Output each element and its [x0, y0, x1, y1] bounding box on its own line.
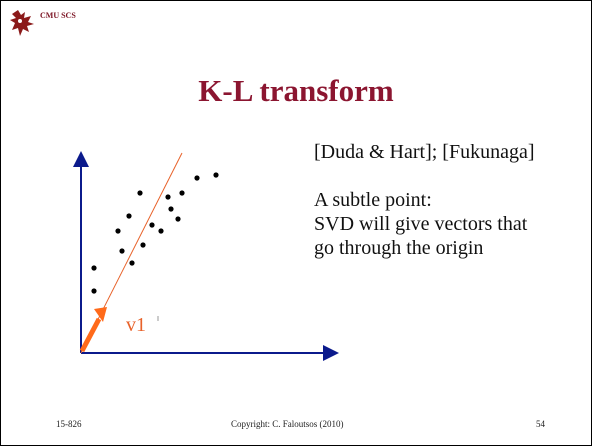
note-line-2: SVD will give vectors that [314, 213, 528, 235]
data-point [119, 248, 125, 254]
data-point [91, 265, 97, 271]
footer-copyright: Copyright: C. Faloutsos (2010) [231, 419, 344, 429]
data-point [168, 206, 174, 212]
data-point [175, 216, 181, 222]
v1-label: v1 [126, 314, 146, 336]
note-line-3: go through the origin [314, 237, 484, 259]
references-text: [Duda & Hart]; [Fukunaga] [314, 141, 535, 163]
data-point [115, 228, 121, 234]
brand-label: CMU SCS [40, 11, 76, 20]
v1-vector-head [94, 307, 107, 322]
data-point [129, 260, 135, 266]
data-point [140, 242, 146, 248]
data-point [194, 175, 200, 181]
data-points [91, 172, 219, 294]
data-point [158, 228, 164, 234]
data-point [137, 190, 143, 196]
dragon-logo-icon [10, 10, 34, 36]
footer-page-number: 54 [536, 419, 545, 429]
data-point [213, 172, 219, 178]
data-point [149, 222, 155, 228]
slide-title: K-L transform [198, 73, 394, 108]
footer-course: 15-826 [56, 419, 82, 429]
slide-text: [Duda & Hart]; [Fukunaga] A subtle point… [314, 140, 584, 260]
data-point [91, 288, 97, 294]
data-point [179, 190, 185, 196]
data-point [126, 213, 132, 219]
data-point [165, 194, 171, 200]
note-line-1: A subtle point: [314, 189, 432, 211]
v1-vector-shaft [79, 317, 102, 353]
